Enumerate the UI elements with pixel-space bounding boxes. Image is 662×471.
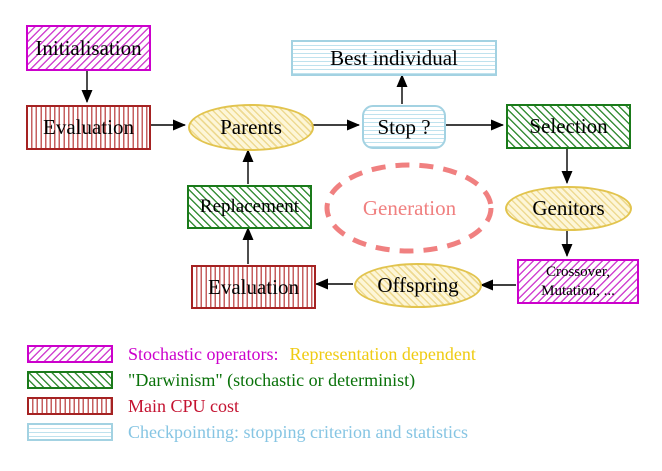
node-parents-label: Parents (220, 115, 282, 140)
node-initialisation-label: Initialisation (35, 35, 142, 60)
node-genitors: Genitors (505, 186, 632, 231)
node-replacement: Replacement (187, 185, 312, 229)
node-parents: Parents (188, 104, 314, 151)
node-crossover-line1: Crossover, (546, 263, 610, 280)
node-genitors-label: Genitors (532, 196, 605, 221)
legend-label-darwinism: "Darwinism" (stochastic or determinist) (128, 369, 416, 390)
node-best-individual-label: Best individual (330, 45, 458, 70)
node-evaluation-bottom: Evaluation (191, 265, 316, 309)
node-crossover-line2: Mutation, ... (541, 282, 615, 299)
legend-label-main-cpu-cost: Main CPU cost (128, 395, 240, 416)
node-evaluation-top: Evaluation (26, 105, 151, 150)
legend-swatch-magenta-hatch (27, 345, 113, 363)
generation-cycle-ellipse (324, 162, 494, 254)
legend-row-stochastic: Stochastic operators: Representation depe… (27, 341, 476, 367)
node-offspring: Offspring (354, 263, 482, 308)
node-initialisation: Initialisation (26, 25, 151, 71)
node-crossover-mutation: Crossover, Mutation, ... (517, 259, 639, 304)
legend-row-darwinism: "Darwinism" (stochastic or determinist) (27, 367, 476, 393)
node-generation-label: Generation (362, 196, 457, 220)
legend-swatch-green-hatch (27, 371, 113, 389)
legend-label-stochastic-operators: Stochastic operators: (128, 343, 279, 364)
legend-row-cpu-cost: Main CPU cost (27, 393, 476, 419)
legend-text-stochastic: Stochastic operators: Representation depe… (128, 344, 476, 365)
node-replacement-label: Replacement (199, 196, 300, 218)
legend-label-representation-dependent: Representation dependent (289, 343, 476, 364)
node-selection-label: Selection (529, 114, 608, 139)
node-generation: Generation (327, 165, 492, 252)
node-best-individual: Best individual (291, 40, 497, 76)
legend-label-checkpointing: Checkpointing: stopping criterion and st… (128, 421, 468, 442)
node-offspring-label: Offspring (377, 273, 459, 298)
legend-swatch-cyan-stripes (27, 423, 113, 441)
node-selection: Selection (506, 104, 631, 149)
legend-swatch-red-stripes (27, 397, 113, 415)
node-evaluation-bottom-label: Evaluation (208, 274, 299, 299)
node-stop: Stop ? (362, 105, 446, 149)
legend-row-checkpointing: Checkpointing: stopping criterion and st… (27, 419, 476, 445)
node-stop-label: Stop ? (377, 114, 431, 139)
node-evaluation-top-label: Evaluation (43, 115, 134, 140)
legend: Stochastic operators: Representation depe… (27, 341, 476, 445)
